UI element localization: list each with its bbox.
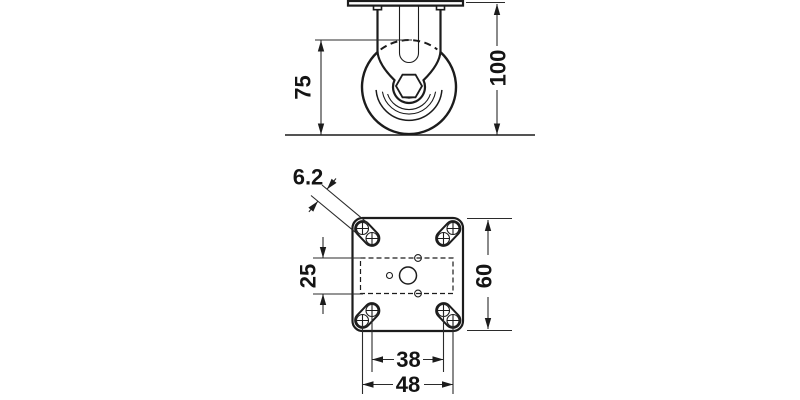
dimension-wheel-diameter: 75	[291, 39, 412, 135]
side-view: 75 100	[285, 0, 535, 136]
dimension-plate-height: 60	[467, 217, 512, 332]
fork-yoke	[376, 4, 442, 105]
dim-label-75: 75	[291, 75, 316, 99]
dim-label-100: 100	[486, 50, 511, 87]
dim-label-60: 60	[472, 264, 497, 288]
hex-nut	[394, 73, 424, 99]
dim-label-6-2: 6.2	[293, 165, 324, 190]
dim-label-38: 38	[396, 347, 420, 372]
top-plate-side	[346, 0, 465, 11]
plate-view: 6.2 25 60	[293, 165, 512, 397]
dim-label-48: 48	[396, 372, 420, 397]
dimension-holes-outer: 48	[361, 322, 454, 397]
dimension-overall-height: 100	[466, 1, 511, 135]
hidden-wheel-top-arc-over-fork	[380, 39, 438, 51]
mounting-plate	[351, 216, 465, 333]
dimension-slot-width: 6.2	[293, 165, 369, 235]
dim-label-25: 25	[296, 264, 321, 288]
dimension-holes-inner: 38	[371, 312, 445, 372]
dimension-plate-inner: 25	[296, 237, 363, 314]
center-holes	[385, 254, 422, 298]
fork-stem	[398, 5, 420, 64]
